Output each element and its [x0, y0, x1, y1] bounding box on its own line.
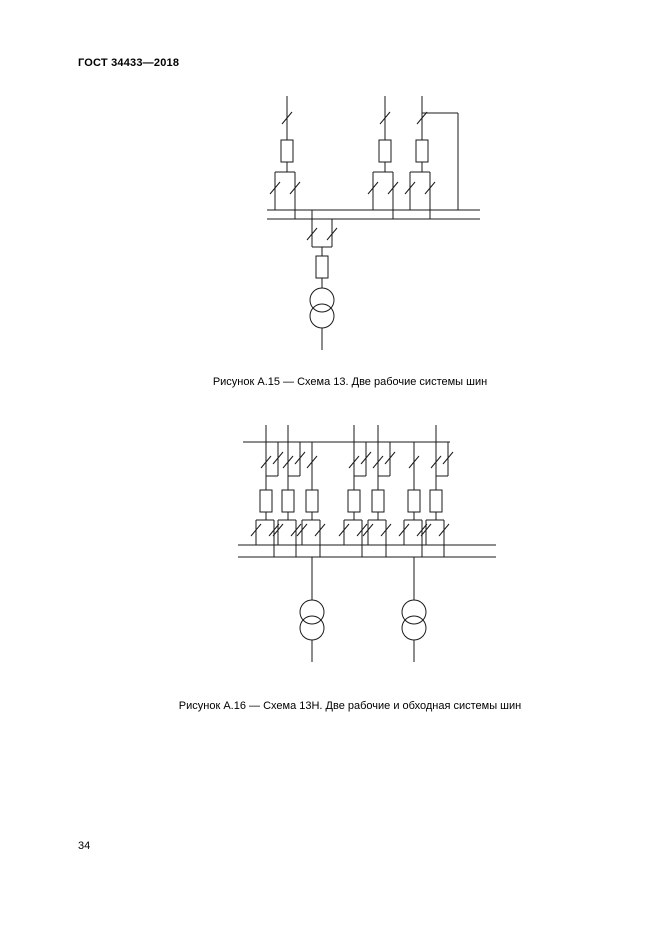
feeder-bay	[269, 95, 301, 220]
page-number: 34	[78, 840, 91, 852]
figure-a15-diagram	[267, 95, 480, 350]
breaker-icon	[315, 255, 329, 279]
line-bay	[338, 424, 372, 558]
standard-number: ГОСТ 34433—2018	[78, 57, 180, 69]
line-bay	[362, 424, 396, 558]
bus-link	[422, 112, 459, 210]
figure-a16-diagram	[238, 424, 496, 663]
figure-caption: Рисунок А.16 — Схема 13Н. Две рабочие и …	[178, 700, 522, 712]
transformer-bay	[398, 441, 428, 663]
busbar-system	[267, 209, 480, 220]
feeder-bay	[367, 95, 399, 220]
line-bay	[420, 424, 454, 558]
figure-caption: Рисунок А.15 — Схема 13. Две рабочие сис…	[212, 376, 488, 388]
busbar-system	[238, 544, 496, 558]
transformer-icon	[309, 287, 335, 329]
transformer-bay	[296, 441, 326, 663]
transformer-bay	[306, 210, 338, 350]
feeder-bay	[404, 95, 436, 220]
